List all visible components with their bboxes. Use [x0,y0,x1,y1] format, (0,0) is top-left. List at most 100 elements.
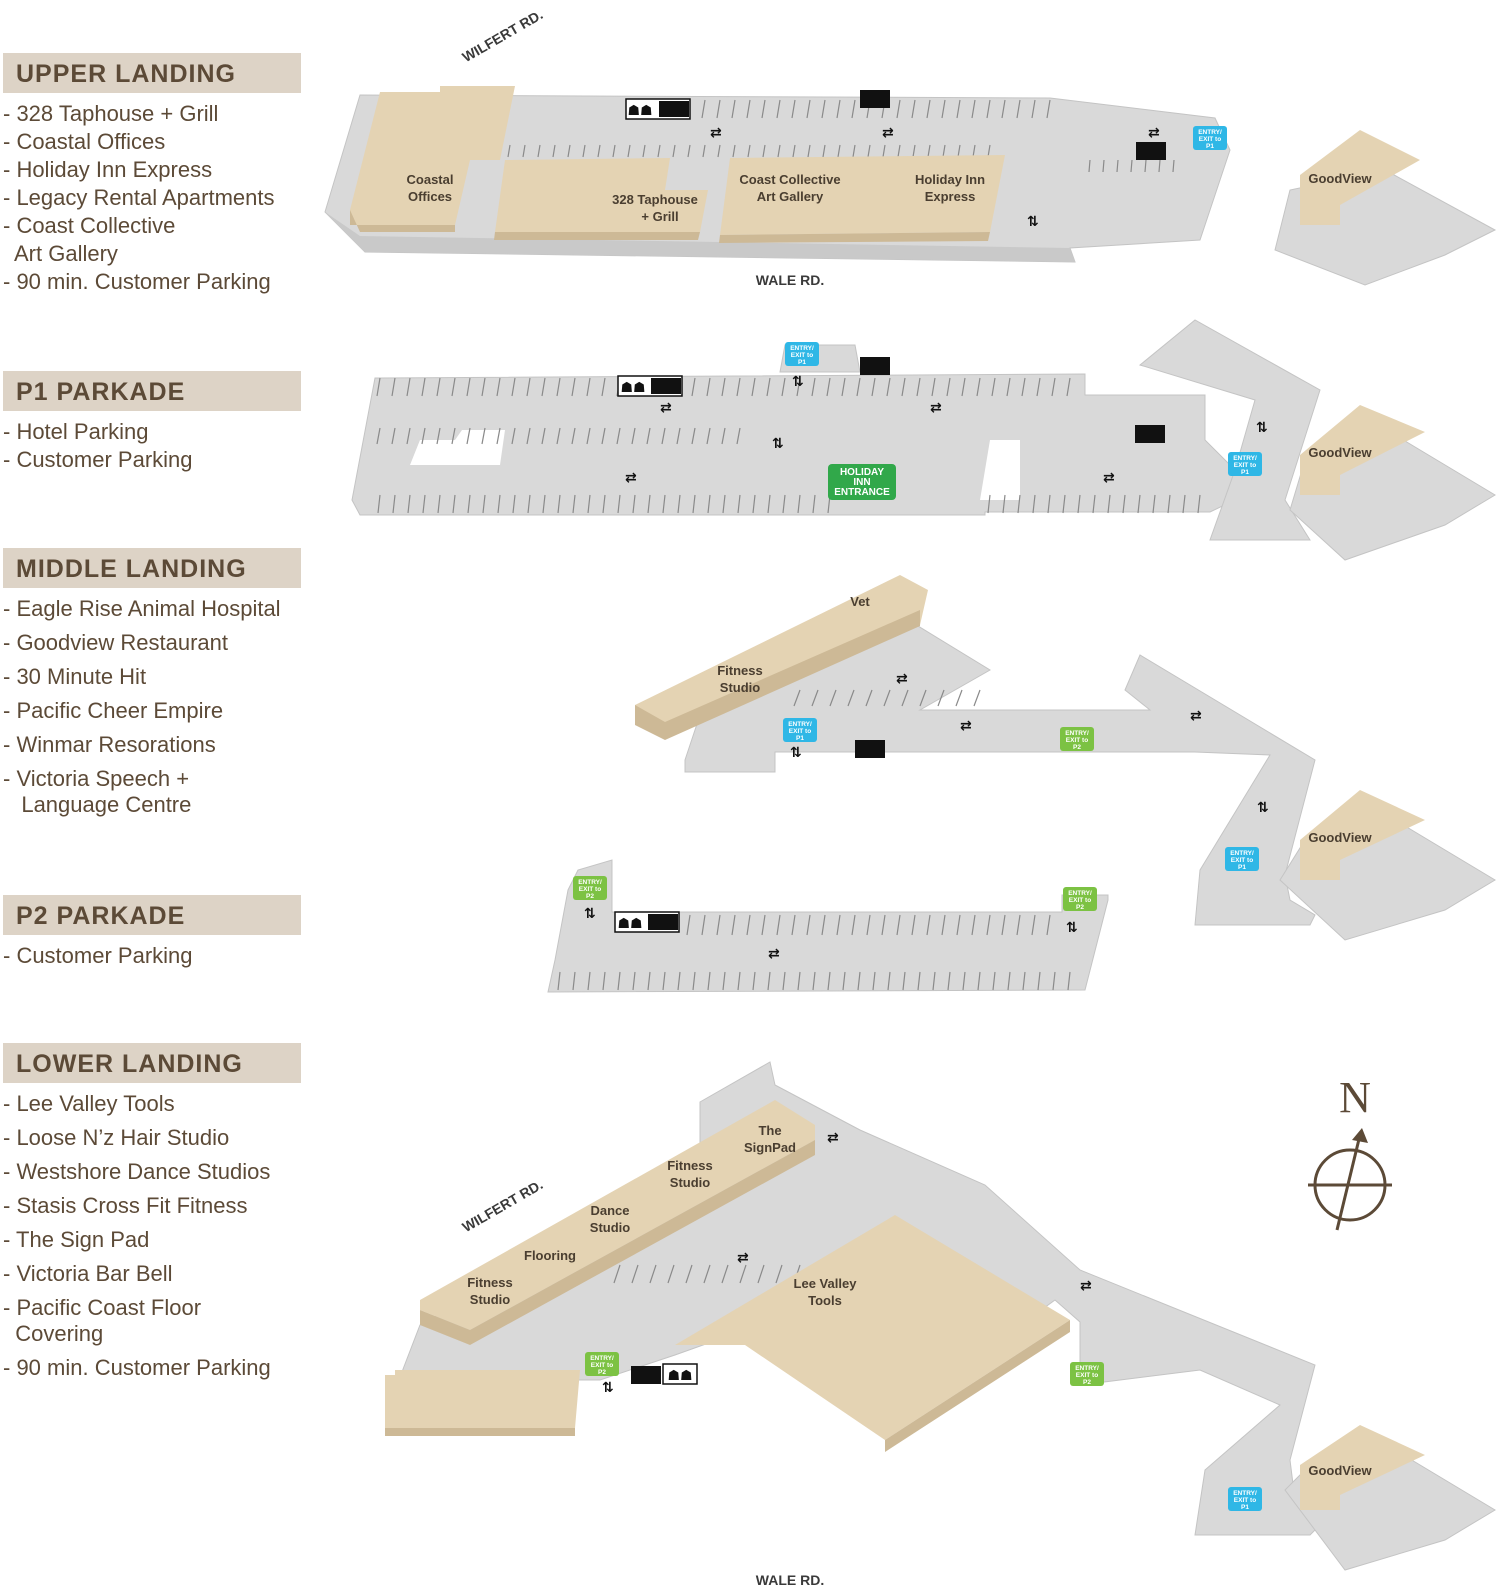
parking-stall [972,144,976,158]
parking-stall [466,427,471,445]
taphouse-building [495,158,708,232]
parking-stall [481,427,486,445]
parking-stall [556,377,561,397]
coastal-offices-building [350,86,515,225]
stairs-icon [855,740,885,758]
parking-stall [667,1264,675,1284]
two-way-arrow-icon: ⇅ [584,906,596,922]
parking-stall [676,427,681,445]
parking-stall [572,971,576,991]
stairs-icon [659,101,689,117]
svg-text:INN: INN [853,477,870,488]
parking-stall [916,377,921,397]
parking-stall [1130,159,1133,173]
parking-stall [613,1264,621,1284]
left-block-building [385,1370,580,1428]
parking-stall [1022,971,1026,991]
lee-valley-building [675,1215,1070,1440]
parking-stall [507,144,511,158]
section-upper-landing: UPPER LANDING - 328 Taphouse + Grill - C… [3,53,323,297]
parking-stall [822,144,826,158]
parking-stall [941,914,946,936]
two-way-arrow-icon: ⇅ [790,745,802,761]
svg-text:P1: P1 [1241,469,1249,476]
parking-stall [851,914,856,936]
fitness-dance-building [420,1100,815,1330]
svg-text:ENTRY/: ENTRY/ [790,345,814,352]
parking-stall [582,144,586,158]
svg-text:ENTRY/: ENTRY/ [1065,730,1089,737]
parking-stall [887,971,891,991]
parking-stall [937,689,945,707]
fitness-label: Fitness [717,663,763,678]
parking-stall [751,377,756,397]
upper-lot-edge [325,212,1075,262]
svg-text:EXIT to: EXIT to [1066,737,1088,744]
building-side [494,232,700,240]
parking-stall [987,144,991,158]
parking-stall [1152,494,1156,514]
parking-stall [376,377,381,397]
parking-stall [1031,914,1036,936]
svg-text:ENTRY/: ENTRY/ [1230,850,1254,857]
parking-stall [737,494,741,514]
two-way-arrow-icon: ⇄ [930,400,942,416]
parking-stall [542,494,546,514]
two-way-arrow-icon: ⇄ [768,946,780,962]
svg-text:ENTRY/: ENTRY/ [1075,1365,1099,1372]
svg-text:ENTRY/: ENTRY/ [788,721,812,728]
parking-stall [791,914,796,936]
lee-valley-label: Tools [808,1293,842,1308]
section-p1-parkade: P1 PARKADE - Hotel Parking - Customer Pa… [3,371,323,475]
parking-stall [452,494,456,514]
wale-road-label: WALE RD. [756,272,824,288]
restroom-icon: ☗☗ [667,1367,692,1383]
two-way-arrow-icon: ⇄ [1190,708,1202,724]
parking-stall [882,144,886,158]
building-side [470,1140,815,1345]
parking-stall [672,144,676,158]
parking-stall [806,99,811,119]
parking-stall [722,971,726,991]
entry-exit-p2-sign: ENTRY/ EXIT to P2 [1060,727,1094,751]
parking-stall [527,494,531,514]
svg-text:ENTRY/: ENTRY/ [1068,890,1092,897]
parking-stall [826,377,831,397]
parking-stall [782,494,786,514]
fitness-label: Studio [470,1292,510,1307]
parking-stall [1021,377,1026,397]
parking-stall [796,377,801,397]
parking-stall [761,99,766,119]
section-list: - 328 Taphouse + Grill - Coastal Offices… [3,101,323,295]
p2-parkade-map: ☗☗ ENTRY/ EXIT to P2 ENTRY/ EXIT to P2 ⇄… [547,859,1109,993]
parking-stall [812,494,816,514]
parking-stall [377,494,381,514]
parking-stall [662,494,666,514]
svg-text:P1: P1 [1238,864,1246,871]
parking-stall [691,427,696,445]
goodview-building [1300,405,1425,495]
coast-collective-label: Art Gallery [757,189,824,204]
list-item: - Westshore Dance Studios [3,1159,271,1184]
parking-stall [632,494,636,514]
parking-stall [616,427,621,445]
parking-stall [721,1264,729,1284]
building-side [635,705,665,740]
parking-stall [496,377,501,397]
parking-stall [896,914,901,936]
parking-stall [797,494,801,514]
parking-stall [632,971,636,991]
svg-text:EXIT to: EXIT to [1199,136,1221,143]
goodview-building [1300,130,1420,225]
svg-text:P2: P2 [1076,904,1084,911]
goodview-building [1300,790,1425,880]
parking-stall [856,377,861,397]
section-p2-parkade: P2 PARKADE - Customer Parking [3,895,323,971]
building-side [885,1320,1070,1452]
parking-stall [466,377,471,397]
parking-stall [867,144,871,158]
parking-stall [1017,494,1021,514]
svg-text:EXIT to: EXIT to [591,1362,613,1369]
parking-stall [572,494,576,514]
parking-stall [1051,377,1056,397]
